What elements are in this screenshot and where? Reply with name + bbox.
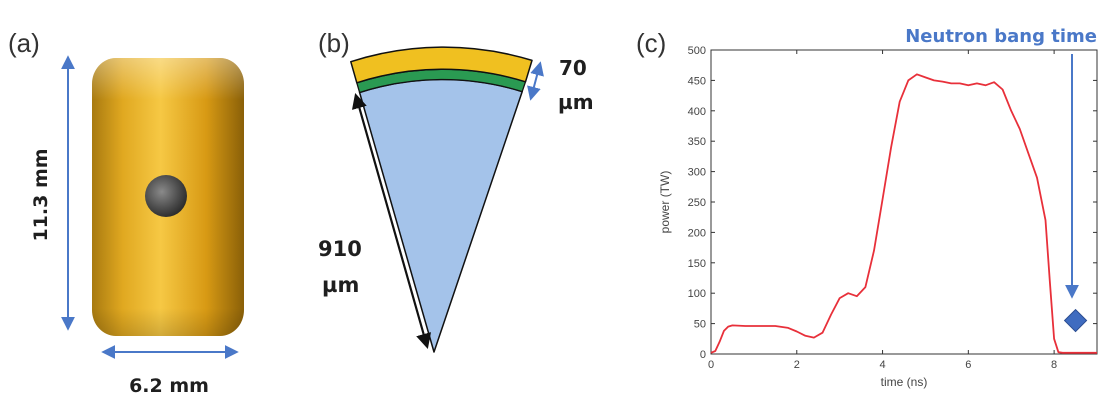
- radius-value-label: 910: [318, 237, 362, 261]
- panel-b: (b) 910 µm 70 µm: [318, 28, 594, 353]
- bang-time-marker: [1063, 308, 1088, 333]
- panel-c: (c) Neutron bang time 0 2 4 6 8 0 50 100 150 200 2…: [636, 26, 1098, 389]
- x-tick-label: 0: [708, 359, 714, 371]
- chart-markers: [1063, 308, 1088, 333]
- chart-series: [710, 73, 1097, 354]
- y-axis-title: power (TW): [658, 171, 672, 234]
- y-tick-label: 100: [688, 288, 706, 300]
- bang-time-annotation: Neutron bang time: [905, 26, 1097, 47]
- y-tick-label: 250: [688, 197, 706, 209]
- y-tick-label: 0: [700, 349, 706, 361]
- shell-thickness-unit: µm: [558, 90, 594, 114]
- y-tick-label: 300: [688, 167, 706, 179]
- panel-c-label: (c): [636, 28, 666, 58]
- capsule-fuel-wedge: [358, 78, 523, 353]
- x-axis-title: time (ns): [881, 375, 928, 389]
- shell-thickness-value: 70: [559, 56, 587, 80]
- y-tick-label: 150: [688, 258, 706, 270]
- y-tick-label: 500: [688, 45, 706, 57]
- y-tick-label: 450: [688, 75, 706, 87]
- y-tick-label: 200: [688, 227, 706, 239]
- chart-ticks: 0 2 4 6 8 0 50 100 150 200 250 300 350 400 450 500: [688, 45, 1097, 371]
- y-tick-label: 400: [688, 106, 706, 118]
- shell-thickness-arrow: [527, 61, 544, 101]
- power-pulse-line: [710, 73, 1097, 354]
- panel-a-label: (a): [8, 28, 40, 58]
- radius-unit-label: µm: [322, 273, 359, 297]
- panel-a: (a) 11.3 mm 6.2 mm: [8, 28, 244, 397]
- y-tick-label: 50: [694, 319, 706, 331]
- width-dimension-label: 6.2 mm: [129, 375, 209, 397]
- plot-frame: [710, 49, 1098, 355]
- panel-b-label: (b): [318, 28, 350, 58]
- laser-entrance-hole: [145, 175, 187, 217]
- capsule-ablator-layer: [350, 46, 533, 84]
- x-tick-label: 4: [879, 359, 885, 371]
- x-tick-label: 2: [794, 359, 800, 371]
- power-chart: 0 2 4 6 8 0 50 100 150 200 250 300 350 400 450 500 time…: [658, 45, 1098, 389]
- x-tick-label: 6: [965, 359, 971, 371]
- x-tick-label: 8: [1051, 359, 1057, 371]
- y-tick-label: 350: [688, 136, 706, 148]
- height-dimension-label: 11.3 mm: [30, 148, 52, 241]
- radius-dimension-arrow: [351, 93, 432, 349]
